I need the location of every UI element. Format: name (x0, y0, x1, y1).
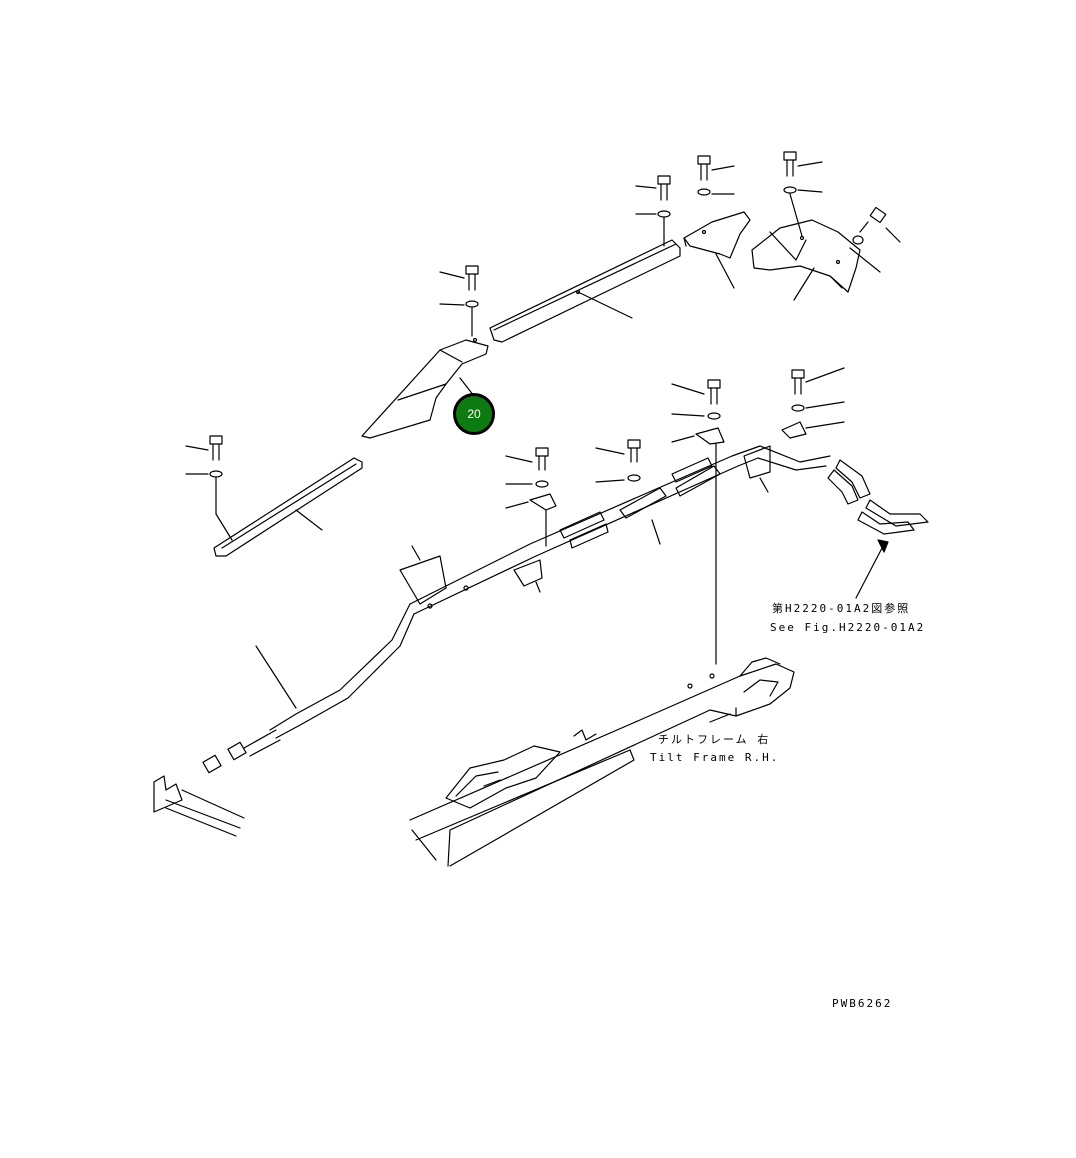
bolt-set-10 (781, 367, 845, 439)
bracket-bottom-left (153, 775, 245, 837)
bolt-set-2 (635, 175, 671, 247)
hydraulic-pipe (202, 445, 831, 774)
bolt-set-8 (595, 439, 641, 483)
bolt-set-9 (671, 379, 725, 665)
cover-plate (489, 239, 681, 343)
bracket-upper-right (683, 211, 751, 289)
curved-cover-right (751, 219, 881, 301)
reference-label-jp: 第H2220-01A2図参照 (772, 602, 911, 615)
drawing-code: PWB6262 (832, 997, 893, 1010)
bolt-set-3 (697, 155, 735, 196)
hose-fittings (559, 457, 929, 599)
bolt-set-4 (783, 151, 823, 237)
tilt-frame-label-en: Tilt Frame R.H. (650, 751, 780, 764)
bolt-set-6 (185, 435, 233, 541)
reference-label-en: See Fig.H2220-01A2 (770, 621, 926, 634)
callout-20[interactable]: 20 (453, 393, 495, 435)
clip-left (213, 457, 363, 557)
tilt-frame-label-jp: チルトフレーム 右 (658, 733, 771, 746)
bolt-set-7 (505, 447, 557, 547)
tilt-frame (409, 657, 795, 867)
bolt-set-1 (439, 265, 479, 337)
bolt-set-5 (852, 206, 901, 245)
wedge-bracket (361, 337, 489, 439)
